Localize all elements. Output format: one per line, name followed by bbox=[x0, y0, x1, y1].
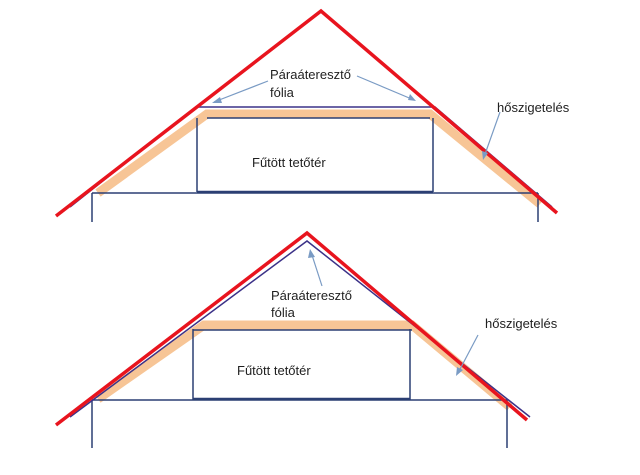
arrowhead bbox=[482, 151, 488, 160]
membrane-label-line1: Páraáteresztő bbox=[271, 288, 352, 303]
membrane-label-line1: Páraáteresztő bbox=[270, 67, 351, 82]
roof-line bbox=[54, 8, 559, 218]
arrowhead bbox=[456, 367, 463, 376]
insulation-label: hőszigetelés bbox=[485, 316, 558, 331]
arrowhead bbox=[308, 249, 315, 258]
insulation-layer bbox=[95, 109, 543, 208]
diagram-top: Páraáteresztő fólia Fűtött tetőtér hőszi… bbox=[54, 8, 570, 222]
membrane-label-line2: fólia bbox=[271, 305, 296, 320]
membrane-arrow-right bbox=[356, 75, 415, 101]
arrowhead bbox=[212, 97, 222, 103]
arrowhead bbox=[408, 94, 416, 101]
insulation-arrow bbox=[483, 111, 501, 158]
membrane-arrow bbox=[310, 251, 323, 287]
insulation-label: hőszigetelés bbox=[497, 100, 570, 115]
membrane-arrow-left bbox=[213, 80, 269, 103]
roof-line bbox=[54, 230, 529, 427]
diagram-bottom: Páraáteresztő fólia Fűtött tetőtér hőszi… bbox=[54, 230, 558, 448]
membrane-label-line2: fólia bbox=[270, 85, 295, 100]
room-label: Fűtött tetőtér bbox=[252, 155, 326, 170]
insulation-arrow bbox=[457, 334, 479, 374]
room-label: Fűtött tetőtér bbox=[237, 363, 311, 378]
